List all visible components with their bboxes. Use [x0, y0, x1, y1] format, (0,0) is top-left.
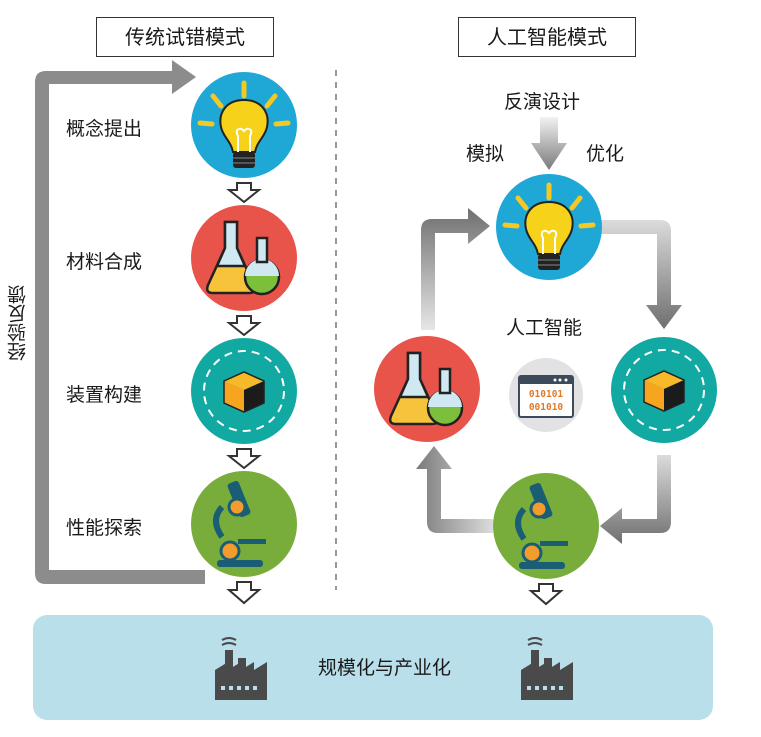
flask-icon — [388, 351, 464, 427]
inverse-design-label: 反演设计 — [504, 91, 581, 113]
microscope-icon — [515, 482, 568, 569]
down-arrow-right — [528, 583, 564, 606]
cube-icon — [223, 371, 265, 413]
microscope-icon — [213, 480, 266, 567]
factory-icon-left — [215, 637, 267, 700]
flask-circle-right — [374, 336, 480, 442]
lightbulb-icon — [197, 80, 291, 168]
cube-circle-left — [191, 338, 297, 444]
flask-icon — [205, 220, 281, 296]
factory-icon-right — [521, 637, 573, 700]
computer-window-icon: 010101 001010 — [509, 358, 583, 432]
step-label-device: 装置构建 — [66, 384, 143, 406]
industrialization-label: 规模化与产业化 — [318, 657, 452, 679]
traditional-mode-title: 传统试错模式 — [96, 17, 274, 57]
bulb-circle-left — [191, 72, 297, 178]
step-label-synthesis: 材料合成 — [66, 251, 143, 273]
binary-line-2: 001010 — [529, 402, 564, 413]
industrialization-band — [33, 615, 713, 720]
cube-icon — [643, 370, 685, 412]
step-label-performance: 性能探索 — [66, 517, 143, 539]
microscope-circle-left — [191, 471, 297, 577]
microscope-circle-right — [493, 473, 599, 579]
step-label-concept: 概念提出 — [66, 118, 143, 140]
lightbulb-icon — [502, 182, 596, 270]
cube-circle-right — [611, 337, 717, 443]
flask-circle-left — [191, 205, 297, 311]
binary-line-1: 010101 — [529, 389, 564, 400]
ai-center-label: 人工智能 — [506, 317, 583, 339]
ai-mode-title: 人工智能模式 — [458, 17, 636, 57]
bulb-circle-right — [496, 174, 602, 280]
down-arrows-left — [226, 182, 262, 605]
optimization-label: 优化 — [586, 143, 625, 165]
ai-cycle-arrows — [416, 117, 682, 544]
feedback-label: 经验反馈 — [7, 285, 29, 361]
simulation-label: 模拟 — [466, 143, 505, 165]
